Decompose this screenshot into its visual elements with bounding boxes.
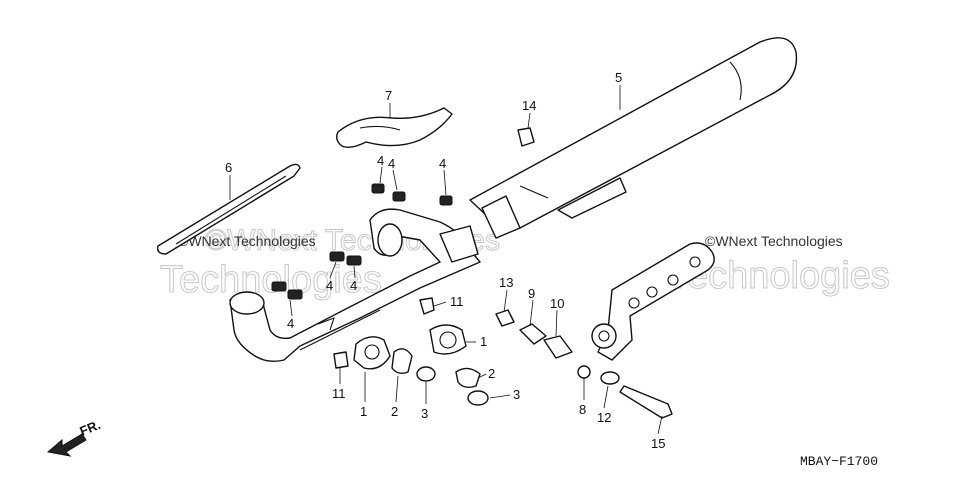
callout-3b: 3 — [513, 387, 520, 402]
callout-1b: 1 — [480, 334, 487, 349]
callout-11a: 11 — [450, 294, 464, 309]
callout-11b: 11 — [332, 386, 346, 401]
callout-3a: 3 — [421, 406, 428, 421]
part-muffler — [469, 37, 798, 239]
callout-4a: 4 — [388, 156, 395, 171]
part-heat-shield-lower — [156, 163, 301, 255]
part-bracket — [577, 242, 715, 379]
callout-5: 5 — [615, 70, 622, 85]
svg-text:©WNext Technologies: ©WNext Technologies — [178, 233, 316, 249]
callout-2b: 2 — [488, 366, 495, 381]
callout-7: 7 — [385, 88, 392, 103]
callout-4c: 4 — [439, 156, 446, 171]
front-label: FR. — [78, 417, 103, 439]
callout-6: 6 — [225, 160, 232, 175]
callout-13: 13 — [499, 275, 513, 290]
svg-text:©WNext Technologies: ©WNext Technologies — [705, 233, 843, 249]
callout-10: 10 — [550, 296, 564, 311]
callout-15: 15 — [651, 436, 665, 451]
part-heat-shield-upper — [335, 107, 453, 149]
callout-4d: 4 — [326, 278, 333, 293]
svg-text:Technologies: Technologies — [160, 259, 382, 301]
callout-4f: 4 — [287, 316, 294, 331]
callout-12: 12 — [597, 410, 611, 425]
callout-2a: 2 — [391, 404, 398, 419]
part-fasteners — [333, 127, 673, 419]
part-flanges — [353, 324, 489, 406]
diagram-code: MBAY−F1700 — [800, 454, 878, 469]
callout-4e: 4 — [350, 278, 357, 293]
front-direction-arrow: FR. — [46, 417, 103, 457]
part-header-pipe — [229, 208, 481, 363]
callout-1a: 1 — [360, 404, 367, 419]
part-clips — [271, 183, 453, 300]
callout-labels: 6 7 14 5 4 4 4 4 4 4 11 11 1 2 3 1 2 3 1… — [225, 70, 665, 451]
leader-lines — [229, 85, 663, 435]
callout-9: 9 — [528, 286, 535, 301]
callout-4b: 4 — [377, 153, 384, 168]
callout-14: 14 — [522, 98, 536, 113]
callout-8: 8 — [579, 402, 586, 417]
